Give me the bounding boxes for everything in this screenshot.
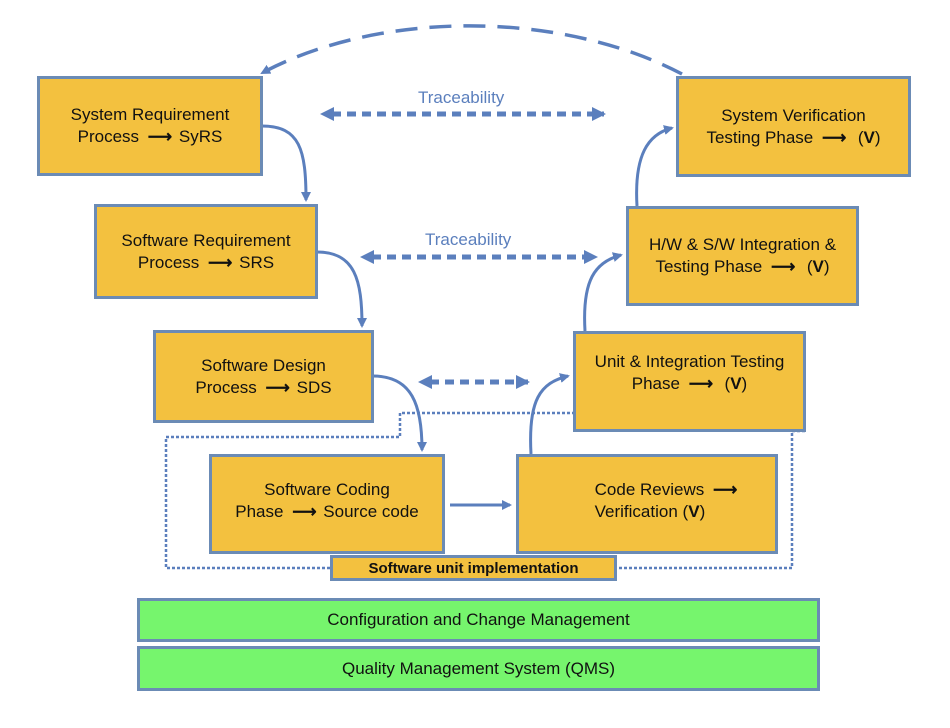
- box-title: H/W & S/W Integration &: [648, 235, 837, 254]
- software-coding-box: Software Coding Phase ⟶ Source code: [209, 454, 445, 554]
- box-title: System Verification: [721, 105, 866, 125]
- arrow-right-icon: ⟶: [822, 127, 846, 147]
- flow-arrow-review-to-unit: [529, 373, 570, 455]
- arrow-right-icon: ⟶: [208, 252, 232, 272]
- arrow-right-icon: ⟶: [712, 480, 737, 499]
- software-design-box: Software Design Process ⟶ SDS: [153, 330, 374, 423]
- verification-marker: V: [688, 502, 700, 521]
- system-requirement-box: System Requirement Process ⟶ SyRS: [37, 76, 263, 176]
- verification-marker: V: [812, 257, 824, 276]
- arrow-right-icon: ⟶: [771, 257, 795, 276]
- flow-arrow-srs-to-sds: [316, 250, 367, 328]
- box-title: System Requirement: [70, 105, 230, 124]
- box-title: Software Design: [201, 355, 326, 375]
- configuration-change-management-bar: Configuration and Change Management: [137, 598, 820, 642]
- box-title: Software Requirement: [121, 230, 291, 250]
- box-title: Code Reviews: [594, 480, 705, 499]
- code-reviews-box: Code Reviews ⟶ Verification (V): [516, 454, 778, 554]
- quality-management-system-bar: Quality Management System (QMS): [137, 646, 820, 691]
- arrow-right-icon: ⟶: [147, 127, 172, 146]
- software-unit-implementation-label: Software unit implementation: [330, 555, 617, 581]
- verification-marker: V: [730, 373, 742, 393]
- traceability-label-1: Traceability: [418, 88, 505, 107]
- arrow-right-icon: ⟶: [688, 373, 713, 393]
- traceability-label-2: Traceability: [425, 230, 512, 249]
- verification-marker: V: [863, 127, 875, 147]
- box-title: Unit & Integration Testing: [594, 351, 785, 371]
- flow-arrow-hwsw-to-system: [635, 125, 674, 207]
- feedback-arc-arrow: [260, 24, 683, 76]
- flow-arrow-syrs-to-srs: [261, 124, 311, 202]
- flow-arrow-sds-to-coding: [372, 374, 427, 452]
- box-title: Software Coding: [264, 480, 390, 499]
- unit-integration-testing-box: Unit & Integration Testing Phase ⟶ (V): [573, 331, 806, 432]
- system-verification-box: System Verification Testing Phase ⟶ (V): [676, 76, 911, 177]
- arrow-right-icon: ⟶: [292, 502, 316, 521]
- flow-arrow-unit-to-hwsw: [583, 252, 623, 332]
- software-requirement-box: Software Requirement Process ⟶ SRS: [94, 204, 318, 299]
- arrow-right-icon: ⟶: [265, 377, 290, 397]
- hw-sw-integration-box: H/W & S/W Integration & Testing Phase ⟶ …: [626, 206, 859, 306]
